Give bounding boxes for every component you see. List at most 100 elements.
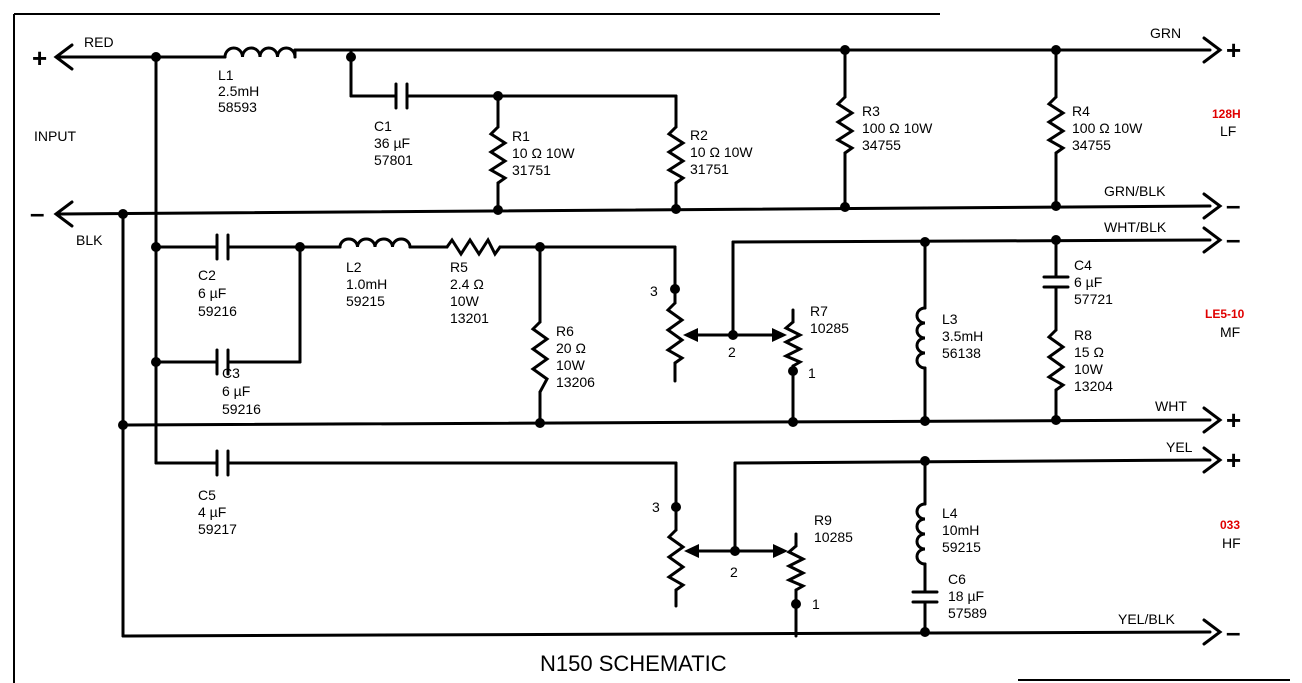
r4-part: 34755 [1072, 137, 1111, 153]
out-wht-plus: + [1226, 405, 1241, 435]
frame [13, 13, 1290, 683]
out-grn-blk-label: GRN/BLK [1104, 183, 1166, 199]
r7-pin1: 1 [808, 365, 816, 381]
out-yel-plus: + [1226, 445, 1241, 475]
mf-band: MF [1220, 324, 1240, 340]
c1-name: C1 [374, 118, 392, 134]
c3-name: C3 [222, 365, 240, 381]
l1-name: L1 [218, 67, 234, 83]
r6-rating: 10W [556, 357, 586, 373]
inductor-l4-symbol [915, 502, 927, 566]
l2-part: 59215 [346, 293, 385, 309]
l4-value: 10mH [942, 522, 979, 538]
pot-r7-right-symbol [782, 320, 804, 368]
r4-name: R4 [1072, 103, 1090, 119]
r2-value: 10 Ω 10W [690, 144, 753, 160]
c1-part: 57801 [374, 152, 413, 168]
c5-value: 4 µF [198, 504, 226, 520]
hf-band: HF [1222, 535, 1241, 551]
out-wht-label: WHT [1155, 398, 1187, 414]
pot-r9-left-symbol [666, 528, 686, 592]
out-wht-blk-label: WHT/BLK [1104, 219, 1167, 235]
input-label: INPUT [34, 128, 76, 144]
r5-name: R5 [450, 259, 468, 275]
input-plus-arrow [53, 43, 74, 71]
pot-r9-right-symbol [785, 544, 807, 592]
c6-value: 18 µF [948, 588, 984, 604]
r3-value: 100 Ω 10W [862, 120, 933, 136]
c4-value: 6 µF [1074, 274, 1102, 290]
r3-part: 34755 [862, 137, 901, 153]
r7-wiper-arrow-right [772, 328, 787, 342]
input-blk-label: BLK [76, 232, 103, 248]
capacitor-c3-symbol [215, 348, 230, 376]
out-yel-label: YEL [1166, 439, 1193, 455]
resistor-r1-symbol [488, 125, 508, 185]
r3-name: R3 [862, 103, 880, 119]
l3-value: 3.5mH [942, 328, 983, 344]
r2-part: 31751 [690, 161, 729, 177]
yel-blk-arrow [1202, 618, 1223, 646]
r8-value: 15 Ω [1074, 344, 1104, 360]
resistor-r6-symbol [530, 320, 550, 394]
c3-part: 59216 [222, 401, 261, 417]
lf-band: LF [1220, 123, 1236, 139]
c6-part: 57589 [948, 605, 987, 621]
resistor-r2-symbol [666, 125, 686, 185]
resistor-r4-symbol [1046, 95, 1066, 155]
yel-arrow [1202, 446, 1223, 474]
r7-pin2: 2 [728, 344, 736, 360]
r8-name: R8 [1074, 327, 1092, 343]
capacitor-c6-symbol [911, 590, 939, 604]
c6-name: C6 [948, 571, 966, 587]
c1-value: 36 µF [374, 135, 410, 151]
c2-part: 59216 [198, 303, 237, 319]
l4-name: L4 [942, 505, 958, 521]
r1-name: R1 [512, 128, 530, 144]
l2-name: L2 [346, 259, 362, 275]
out-yel-blk-label: YEL/BLK [1118, 611, 1175, 627]
r5-rating: 10W [450, 293, 480, 309]
r6-value: 20 Ω [556, 340, 586, 356]
grn-blk-arrow [1202, 192, 1223, 220]
r2-name: R2 [690, 127, 708, 143]
c2-name: C2 [198, 267, 216, 283]
r9-name: R9 [814, 512, 832, 528]
l1-value: 2.5mH [218, 83, 259, 99]
arrows [53, 36, 1223, 646]
out-grn-plus: + [1226, 35, 1241, 65]
resistor-r5-symbol [445, 236, 502, 257]
c5-part: 59217 [198, 521, 237, 537]
c3-value: 6 µF [222, 383, 250, 399]
r9-pin1: 1 [812, 596, 820, 612]
r4-value: 100 Ω 10W [1072, 120, 1143, 136]
r5-value: 2.4 Ω [450, 276, 484, 292]
r7-pin3: 3 [650, 283, 658, 299]
resistor-r8-symbol [1046, 328, 1066, 392]
wht-blk-arrow [1202, 226, 1223, 254]
wht-arrow [1202, 406, 1223, 434]
capacitor-c1-symbol [394, 82, 409, 110]
r8-rating: 10W [1074, 361, 1104, 377]
out-grn-label: GRN [1150, 25, 1181, 41]
c4-name: C4 [1074, 257, 1092, 273]
inductor-l1-symbol [223, 46, 297, 59]
r1-part: 31751 [512, 162, 551, 178]
r9-part: 10285 [814, 529, 853, 545]
out-wht-blk-minus: – [1226, 224, 1240, 254]
r8-part: 13204 [1074, 378, 1113, 394]
l2-value: 1.0mH [346, 276, 387, 292]
pot-r7-left-symbol [665, 301, 685, 365]
out-yel-blk-minus: – [1226, 617, 1240, 647]
r6-name: R6 [556, 323, 574, 339]
l3-part: 56138 [942, 345, 981, 361]
l3-name: L3 [942, 311, 958, 327]
c2-value: 6 µF [198, 285, 226, 301]
input-red-label: RED [84, 34, 114, 50]
lf-code: 128H [1212, 107, 1241, 121]
capacitor-c4-symbol [1042, 275, 1070, 289]
r9-wiper-arrow-right [773, 544, 788, 558]
l4-part: 59215 [942, 539, 981, 555]
l1-part: 58593 [218, 99, 257, 115]
